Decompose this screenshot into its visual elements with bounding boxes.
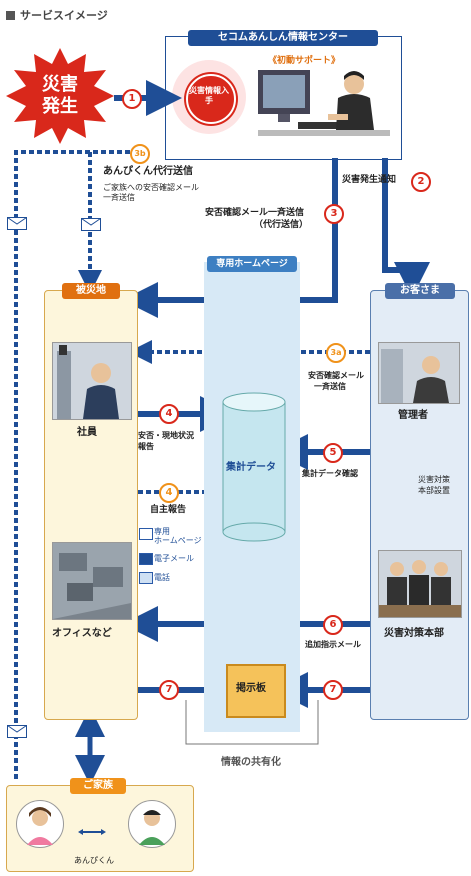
office-photo (52, 542, 132, 620)
bulletin-board (226, 664, 286, 718)
disaster-label: 災害発生 (42, 74, 78, 117)
disaster-burst (6, 48, 114, 144)
step-6-badge: 6 (323, 615, 343, 635)
victim-area-header: 被災地 (62, 283, 120, 299)
center-title: セコムあんしん情報センター (188, 30, 378, 46)
employee-photo (52, 342, 132, 420)
aggregate-check-label: 集計データ確認 (302, 469, 358, 478)
hq-setup-2: 本部設置 (418, 486, 450, 495)
hq-setup-1: 災害対策 (418, 475, 450, 484)
step-4-badge: 4 (159, 404, 179, 424)
support-label: 《初動サポート》 (268, 56, 341, 66)
page-title: サービスイメージ (20, 9, 108, 22)
step-7-right-badge: 7 (323, 680, 343, 700)
self-report-label: 自主報告 (150, 505, 187, 515)
legend-mail: 電子メール (154, 554, 194, 563)
family-person-1 (16, 800, 64, 848)
mail3a-label-2: 一斉送信 (314, 382, 346, 391)
envelope-icon (7, 723, 27, 738)
monitor-icon (139, 528, 153, 540)
mail-icon (139, 553, 153, 565)
legend-hp-2: ホームページ (154, 536, 202, 545)
share-label: 情報の共有化 (221, 757, 281, 768)
aggregate-data-label: 集計データ (226, 462, 276, 473)
family-link-arrow (78, 820, 106, 835)
anpi-title: あんぴくん代行送信 (103, 166, 193, 177)
mail-bulk-label: 安否確認メール一斉送信 (205, 208, 305, 218)
hq-label: 災害対策本部 (384, 628, 444, 639)
status-label-1: 安否・現地状況 (138, 431, 194, 440)
info-circle-label: 災害情報入手 (189, 86, 229, 105)
step-3a-badge: 3a (326, 343, 346, 363)
extra-mail-label: 追加指示メール (305, 640, 361, 649)
customer-header: お客さま (385, 283, 455, 299)
office-label: オフィスなど (52, 628, 112, 639)
status-label-2: 報告 (138, 442, 154, 451)
mail-bulk-sub: （代行送信） (254, 220, 309, 230)
step-2-badge: 2 (411, 172, 431, 192)
anpi-sub1: ご家族への安否確認メール (103, 183, 199, 192)
step-4-self-badge: 4 (159, 483, 179, 503)
phone-icon (139, 572, 153, 584)
step-7-left-badge: 7 (159, 680, 179, 700)
homepage-header: 専用ホームページ (207, 256, 297, 272)
title-square-icon (6, 11, 15, 20)
employee-label: 社員 (77, 427, 97, 438)
manager-label: 管理者 (398, 410, 428, 421)
step-3-badge: 3 (324, 204, 344, 224)
legend-hp-1: 専用 (154, 527, 170, 536)
operator-illustration (258, 70, 390, 148)
envelope-icon (7, 215, 27, 230)
family-person-2 (128, 800, 176, 848)
anpi-sub2: 一斉送信 (103, 193, 135, 202)
legend-phone: 電話 (154, 573, 170, 582)
step-3b-badge: 3b (130, 144, 150, 164)
hq-photo (378, 550, 462, 618)
mail3a-label-1: 安否確認メール (308, 371, 364, 380)
bulletin-board-label: 掲示板 (236, 683, 266, 694)
envelope-icon (81, 216, 101, 231)
notice-label: 災害発生通知 (342, 175, 397, 185)
step-5-badge: 5 (323, 443, 343, 463)
manager-photo (378, 342, 460, 404)
step-1-badge: 1 (122, 89, 142, 109)
anpikun-label: あんぴくん (74, 856, 114, 865)
info-circle-inner (186, 74, 236, 124)
aggregate-data-cylinder (222, 392, 286, 542)
family-header: ご家族 (70, 778, 126, 794)
